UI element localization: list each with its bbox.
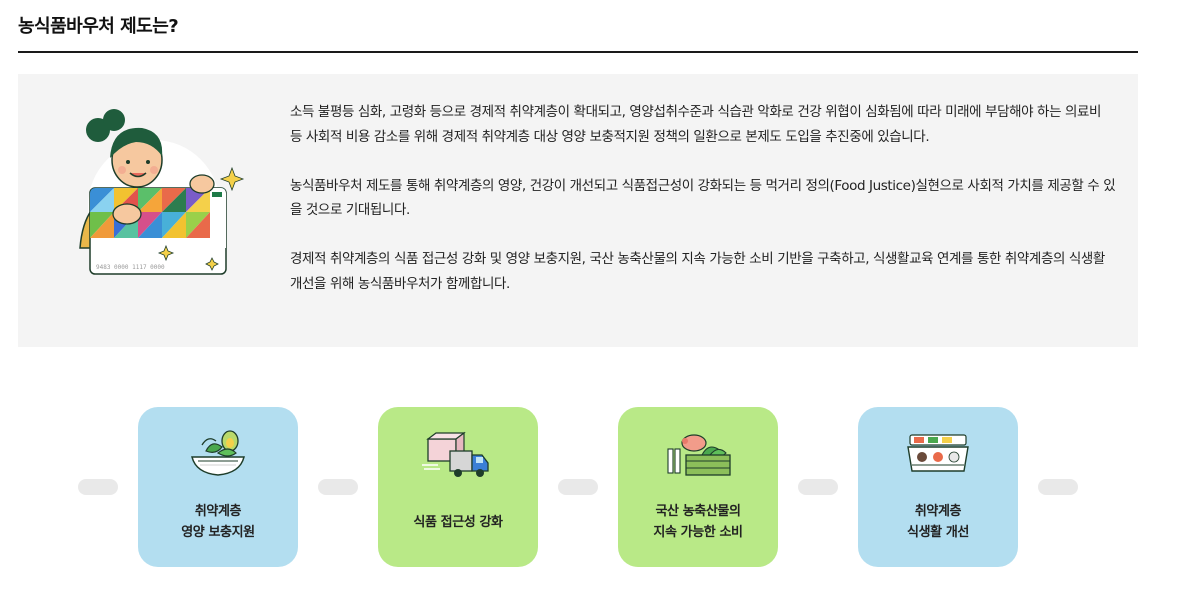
flow-connector <box>1038 479 1078 495</box>
intro-paragraph: 농식품바우처 제도를 통해 취약계층의 영양, 건강이 개선되고 식품접근성이 … <box>290 177 1116 219</box>
title-divider <box>18 51 1138 53</box>
intro-text: 소득 불평등 심화, 고령화 등으로 경제적 취약계층이 확대되고, 영양섭취수… <box>290 100 1116 321</box>
goal-card-food-access: 식품 접근성 강화 <box>378 407 538 567</box>
salad-bowl-icon <box>191 430 245 476</box>
goal-card-label: 식품 접근성 강화 <box>378 512 538 533</box>
voucher-goals-flow: 취약계층 영양 보충지원 식품 접근성 강화 <box>0 400 1179 570</box>
flow-connector <box>318 479 358 495</box>
flow-connector <box>78 479 118 495</box>
goal-card-line: 취약계층 <box>914 504 962 519</box>
intro-paragraph: 소득 불평등 심화, 고령화 등으로 경제적 취약계층이 확대되고, 영양섭취수… <box>290 104 1102 145</box>
card-number: 9483 0000 1117 0000 <box>96 264 165 271</box>
farm-produce-crate-icon <box>667 434 731 476</box>
goal-card-line: 식품 접근성 강화 <box>413 515 503 530</box>
goal-card-line: 취약계층 <box>194 504 242 519</box>
flow-connector <box>798 479 838 495</box>
goal-card-line: 국산 농축산물의 <box>655 504 741 519</box>
intro-panel: 9483 0000 1117 0000 소득 불평등 심화, 고령화 등으로 경… <box>18 74 1138 347</box>
voucher-card-illustration: 9483 0000 1117 0000 <box>62 98 262 288</box>
page-title: 농식품바우처 제도는? <box>18 16 179 37</box>
meal-tray-icon <box>907 434 969 472</box>
goal-card-label: 취약계층 식생활 개선 <box>858 501 1018 543</box>
flow-connector <box>558 479 598 495</box>
goal-card-line: 영양 보충지원 <box>181 525 255 540</box>
goal-card-local-produce: 국산 농축산물의 지속 가능한 소비 <box>618 407 778 567</box>
person-holding-card-icon: 9483 0000 1117 0000 <box>79 109 245 275</box>
intro-paragraph: 경제적 취약계층의 식품 접근성 강화 및 영양 보충지원, 국산 농축산물의 … <box>290 251 1105 292</box>
goal-card-label: 취약계층 영양 보충지원 <box>138 501 298 543</box>
goal-card-diet-improvement: 취약계층 식생활 개선 <box>858 407 1018 567</box>
delivery-truck-icon <box>422 431 489 477</box>
goal-card-line: 지속 가능한 소비 <box>653 525 743 540</box>
goal-card-nutrition-support: 취약계층 영양 보충지원 <box>138 407 298 567</box>
goal-card-line: 식생활 개선 <box>907 525 969 540</box>
goal-card-label: 국산 농축산물의 지속 가능한 소비 <box>618 501 778 543</box>
